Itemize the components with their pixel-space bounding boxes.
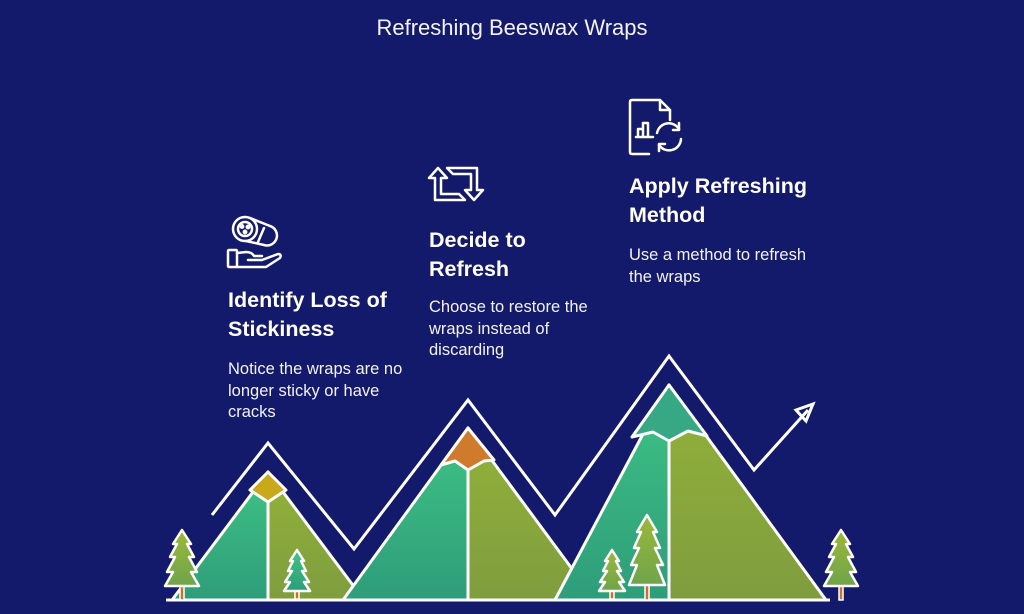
progress-zigzag-line	[210, 353, 816, 552]
step-1-description: Notice the wraps are no longer sticky or…	[228, 360, 403, 421]
step-3-heading: Apply Refreshing Method	[629, 174, 807, 227]
tree-icon	[597, 548, 627, 600]
diagram-title: Refreshing Beeswax Wraps	[376, 15, 648, 40]
mountain-3-peak	[630, 383, 709, 443]
refresh-arrows-icon	[427, 166, 485, 202]
tree-icon	[627, 513, 667, 601]
mountain-1	[170, 470, 366, 602]
step-apply-method: Apply Refreshing Method Use a method to …	[628, 97, 809, 288]
tree-icon	[163, 528, 201, 601]
step-decide-refresh: Decide to Refresh Choose to restore the …	[427, 164, 609, 362]
tree-icon	[282, 548, 312, 600]
step-2-heading: Decide to Refresh	[429, 228, 526, 281]
step-identify-loss: Identify Loss of Stickiness Notice the w…	[226, 212, 418, 424]
arrow-head-icon	[793, 401, 816, 424]
tree-icon	[822, 528, 860, 601]
mountain-3	[553, 383, 828, 602]
mountain-1-peak	[248, 470, 288, 504]
document-chart-refresh-icon	[628, 98, 683, 156]
step-2-description: Choose to restore the wraps instead of d…	[429, 298, 588, 359]
mountain-2-peak	[439, 426, 496, 472]
step-1-heading: Identify Loss of Stickiness	[228, 288, 387, 341]
step-3-description: Use a method to refresh the wraps	[629, 246, 807, 286]
hand-holding-wrap-icon	[226, 215, 282, 269]
